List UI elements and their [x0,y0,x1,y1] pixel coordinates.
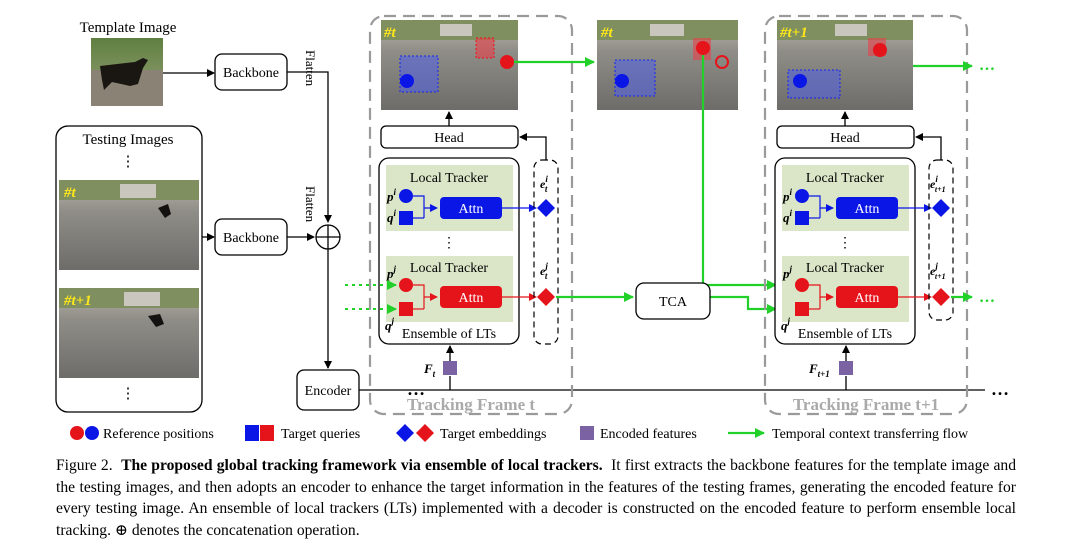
testing-frame-t1-image [59,288,199,378]
f-t-label: Ft [423,361,436,379]
p-j-dot-t [399,278,413,292]
p-j-label-t: pj [386,264,397,281]
backbone-bottom-label: Backbone [223,231,279,246]
attn-j-label-t: Attn [459,291,484,306]
ref-blue-dot-t1 [793,74,807,88]
frame-t-tag: #t [63,185,77,201]
concat-operator [315,224,341,250]
embedding-i-t1 [932,199,950,217]
p-j-label-t1: pj [782,264,793,281]
p-i-dot-t1 [795,189,809,203]
p-i-dot-t [399,189,413,203]
lt-j-label-t1: Local Tracker [806,261,884,276]
vdots-1: ⋮ [121,154,136,170]
p-j-dot-t1 [795,278,809,292]
attn-i-label-t1: Attn [855,202,880,217]
lt-i-label-t1: Local Tracker [806,171,884,186]
result-t1-tag: #t+1 [779,25,808,41]
embedding-j-t1 [932,288,950,306]
f-t1-label: Ft+1 [808,361,830,379]
vdots-2: ⋮ [121,386,136,402]
head-box-t [380,125,519,149]
tracking-frame-t1-box [763,14,969,416]
attn-i-t1 [836,197,898,219]
tca-box [635,282,711,320]
middle-t-tag: #t [600,25,614,41]
attn-i-label-t: Attn [459,202,484,217]
tca-label: TCA [659,295,688,310]
attn-i-t [440,197,502,219]
caption-bold: The proposed global tracking framework v… [121,457,603,474]
result-image-t [381,20,518,110]
caption-prefix: Figure 2. [56,457,113,474]
flow-ellipsis-bottom: … [979,289,995,306]
legend: Reference positions Target queries Targe… [70,424,969,442]
flatten-top-label: Flatten [303,50,318,87]
head-label-t: Head [434,131,464,146]
q-j-square-t [399,302,413,316]
legend-reference: Reference positions [103,427,214,442]
tracking-frame-t-box [368,14,574,416]
tracking-frame-t1-label: Tracking Frame t+1 [793,395,939,414]
q-i-square-t1 [795,211,809,225]
head-box-t1 [776,125,915,149]
result-t-tag: #t [383,25,397,41]
head-label-t1: Head [830,131,860,146]
lt-vdots-t1: ⋮ [838,236,852,251]
attn-j-t1 [836,286,898,308]
q-j-label-t: qj [385,316,395,333]
backbone-top-label: Backbone [223,66,279,81]
q-i-label-t1: qi [783,208,793,225]
legend-embeddings: Target embeddings [440,427,546,442]
caption-body: It first extracts the backbone features … [56,457,1017,539]
middle-red-ring [715,55,729,69]
attn-j-label-t1: Attn [855,291,880,306]
testing-frame-t-image [59,180,199,270]
ensemble-label-t: Ensemble of LTs [402,327,496,342]
embeddings-column-t1 [928,159,954,321]
flatten-bottom-label: Flatten [303,186,318,223]
middle-red-dot [696,41,710,55]
middle-image-t [597,20,738,110]
encoded-feature-t [443,361,457,375]
p-i-label-t: pi [386,187,397,204]
encoded-feature-t1 [839,361,853,375]
legend-flow: Temporal context transferring flow [772,427,969,442]
ref-blue-dot-t [400,74,414,88]
ensemble-label-t1: Ensemble of LTs [798,327,892,342]
q-i-square-t [399,211,413,225]
ref-red-dot-t [500,55,514,69]
attn-j-t [440,286,502,308]
encoder-ellipsis: … [407,379,425,399]
legend-encoded: Encoded features [600,427,697,442]
embedding-j-t [537,288,555,306]
middle-blue-dot [615,74,629,88]
template-image [91,38,163,106]
ref-red-dot-t1 [873,43,887,57]
tracking-frame-t-label: Tracking Frame t [407,395,535,414]
flow-ellipsis-top: … [979,57,995,74]
testing-images-label: Testing Images [82,132,173,148]
embeddings-column-t [533,159,559,345]
lt-i-label-t: Local Tracker [410,171,488,186]
q-j-label-t1: qj [781,316,791,333]
template-image-label: Template Image [80,20,177,36]
result-image-t1 [777,20,913,110]
lt-vdots-t: ⋮ [442,236,456,251]
lt-j-label-t: Local Tracker [410,261,488,276]
legend-queries: Target queries [281,427,360,442]
figure-caption: Figure 2. The proposed global tracking f… [56,455,1016,541]
frame-t1-tag: #t+1 [63,293,92,309]
encoder-label: Encoder [305,384,352,399]
embedding-i-t [537,199,555,217]
q-j-square-t1 [795,302,809,316]
p-i-label-t1: pi [782,187,793,204]
end-ellipsis: … [991,379,1009,399]
q-i-label-t: qi [387,208,397,225]
